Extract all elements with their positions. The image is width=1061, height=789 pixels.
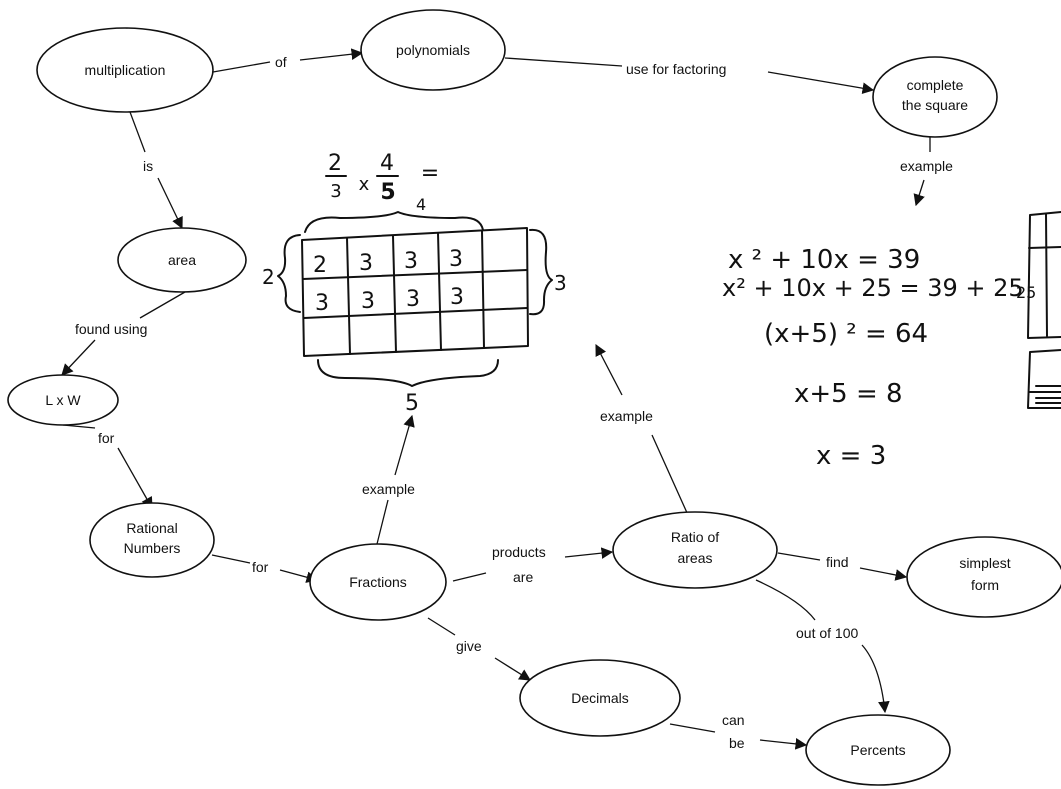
node-decimals: Decimals [519,659,681,737]
hw-eq4: x+5 = 8 [794,379,903,409]
partial-square-diagram: 25 [1016,211,1061,409]
grid-right-brace: 3 [529,228,567,316]
grid-top-brace: 4 [304,195,484,233]
edge-label-found-using: found using [75,321,147,337]
hw-partial-label: 25 [1016,283,1036,302]
node-label-numbers: Numbers [124,540,181,556]
node-multiplication: multiplication [36,27,214,113]
edge-ratio-simplest: find [777,552,908,581]
edge-multiplication-area: is [129,111,183,230]
hw-grid-top: 4 [416,195,426,214]
edge-label-use-for-factoring: use for factoring [626,61,726,77]
grid-mark: 2 [313,253,327,278]
edge-label-for-rational: for [98,430,115,446]
hw-grid-right: 3 [554,271,567,295]
hw-equals: = [421,161,439,186]
hw-frac-b-den: 5 [380,180,395,205]
grid-left-brace: 2 [262,234,301,313]
node-complete-the-square: complete the square [872,56,998,138]
hw-frac-b-num: 4 [380,151,394,176]
grid-mark: 3 [450,285,464,310]
edge-label-example-ratio: example [600,408,653,424]
hw-eq3: (x+5) ² = 64 [764,319,928,349]
node-label-form: form [971,577,999,593]
edge-fractions-decimals: give [427,617,531,681]
edge-label-out-of-100: out of 100 [796,625,858,641]
node-label-the-square: the square [902,97,968,113]
hw-eq1: x ² + 10x = 39 [728,245,920,275]
node-area: area [117,227,247,293]
handwritten-square-steps: x ² + 10x = 39 x² + 10x + 25 = 39 + 25 (… [722,245,1024,471]
hw-grid-left: 2 [262,265,275,289]
node-label-fractions: Fractions [349,574,407,590]
grid-mark: 3 [361,289,375,314]
node-percents: Percents [805,714,951,786]
node-label-rational: Rational [126,520,177,536]
node-label-lxw: L x W [45,392,81,408]
node-label-multiplication: multiplication [85,62,166,78]
node-lxw: L x W [7,374,119,426]
hw-eq5: x = 3 [816,441,886,471]
edge-label-products: products [492,544,546,560]
edge-label-are: are [513,569,533,585]
grid-mark: 3 [404,249,418,274]
node-label-ratio-of: Ratio of [671,529,719,545]
edge-label-can: can [722,712,745,728]
node-label-polynomials: polynomials [396,42,470,58]
edge-multiplication-polynomials: of [212,48,364,73]
node-label-simplest: simplest [959,555,1010,571]
grid-mark: 3 [406,287,420,312]
node-label-areas: areas [677,550,712,566]
node-label-percents: Percents [850,742,905,758]
edge-lxw-rational: for [62,424,153,510]
node-label-decimals: Decimals [571,690,629,706]
edge-complete-square-example: example [900,135,953,207]
node-ratio-of-areas: Ratio of areas [612,511,778,589]
hw-grid-bottom: 5 [405,391,419,416]
grid-mark: 3 [449,247,463,272]
node-rational-numbers: Rational Numbers [89,502,215,578]
grid-mark: 3 [315,291,329,316]
hw-times: x [359,174,370,195]
node-label-area: area [168,252,196,268]
edge-label-of: of [275,54,287,70]
edge-rational-fractions: for [211,554,319,583]
edge-ratio-example: example [595,343,689,516]
edge-area-lxw: found using [61,291,186,376]
node-polynomials: polynomials [360,9,506,91]
edge-label-is: is [143,158,153,174]
edge-label-for-fractions: for [252,559,269,575]
edge-polynomials-complete-square: use for factoring [504,57,875,94]
hw-frac-a-num: 2 [328,151,342,176]
area-model-grid: 2 3 3 3 3 3 3 3 [301,227,529,357]
node-fractions: Fractions [309,543,447,621]
handwritten-fraction-equation: 2 3 x 4 5 = [325,151,439,205]
edge-label-be: be [729,735,745,751]
hw-eq2: x² + 10x + 25 = 39 + 25 [722,274,1024,302]
edge-label-find: find [826,554,849,570]
grid-bottom-brace: 5 [317,359,499,416]
edge-decimals-percents: can be [669,712,808,751]
edge-fractions-example: example [362,414,415,545]
hw-frac-a-den: 3 [330,181,341,202]
grid-mark: 3 [359,251,373,276]
node-simplest-form: simplest form [906,536,1061,618]
edge-label-example-fractions: example [362,481,415,497]
edge-label-example-square: example [900,158,953,174]
edge-fractions-ratio: products are [452,544,614,585]
edge-label-give: give [456,638,482,654]
edge-ratio-percents: out of 100 [755,579,890,714]
node-label-complete: complete [907,77,964,93]
